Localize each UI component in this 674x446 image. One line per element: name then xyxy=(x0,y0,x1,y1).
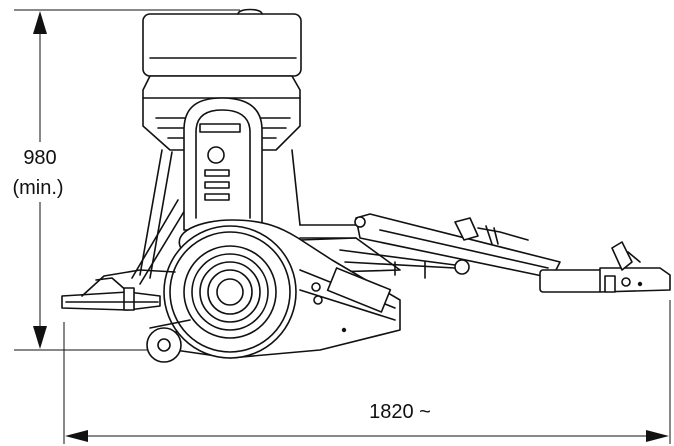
length-value: 1820 ~ xyxy=(369,401,431,423)
height-dimension: 980 (min.) xyxy=(6,9,240,351)
front-hitch xyxy=(539,241,671,293)
drive-tower xyxy=(183,97,263,231)
machine-illustration xyxy=(61,8,671,363)
hopper-lid xyxy=(142,8,302,77)
length-dimension: 1820 ~ xyxy=(63,300,671,444)
height-arrow-top xyxy=(33,11,47,34)
rear-step xyxy=(61,269,176,311)
height-label-mask xyxy=(6,142,74,202)
rear-roller xyxy=(146,319,191,363)
height-note: (min.) xyxy=(12,177,63,199)
length-arrow-right xyxy=(646,430,669,442)
main-wheel xyxy=(163,225,297,359)
height-value: 980 xyxy=(23,147,56,169)
length-arrow-left xyxy=(65,430,88,442)
height-arrow-bottom xyxy=(33,326,47,349)
